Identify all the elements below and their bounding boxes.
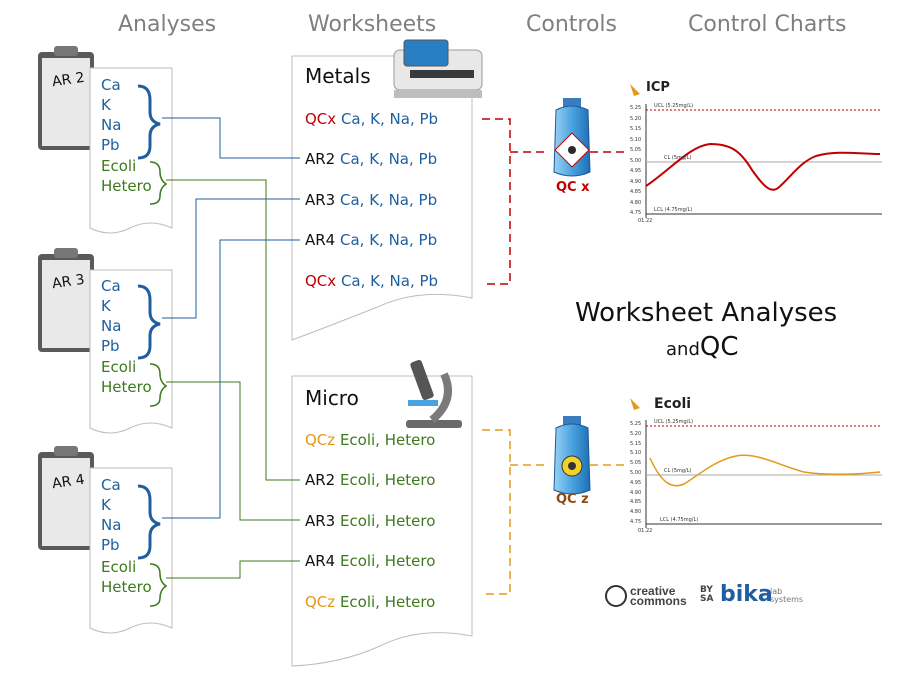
worksheet-row: QCz Ecoli, Hetero — [305, 593, 436, 611]
bika-logo: bika — [720, 582, 773, 607]
x-tick-label: 01.22 — [638, 528, 653, 534]
worksheet-row: AR2 Ecoli, Hetero — [305, 471, 436, 489]
y-tick-label: 5.00 — [630, 470, 642, 476]
worksheet-row: AR4 Ca, K, Na, Pb — [305, 231, 438, 249]
worksheet-row: AR3 Ecoli, Hetero — [305, 512, 436, 530]
lcl-label: LCL (4.75mg/L) — [660, 517, 699, 523]
icp-chart-title: ICP — [646, 80, 670, 95]
y-tick-label: 5.05 — [630, 147, 642, 153]
analysis-hetero: Hetero — [101, 177, 152, 195]
y-tick-label: 5.25 — [630, 421, 642, 427]
worksheet-metals-title: Metals — [305, 64, 371, 88]
analysis-ca: Ca — [101, 277, 121, 295]
header-control-charts: Control Charts — [688, 12, 847, 37]
worksheet-row: QCx Ca, K, Na, Pb — [305, 272, 439, 290]
clipboard-icon — [38, 46, 94, 150]
qc-x-label: QC x — [556, 180, 590, 195]
worksheet-micro-title: Micro — [305, 386, 359, 410]
qc-x-bottle-icon — [553, 98, 591, 177]
analysis-hetero: Hetero — [101, 378, 152, 396]
header-analyses: Analyses — [118, 12, 217, 37]
x-tick-label: 01.22 — [638, 218, 653, 224]
analysis-na: Na — [101, 516, 122, 534]
y-tick-label: 4.95 — [630, 479, 642, 486]
qc-z-label: QC z — [556, 492, 589, 507]
y-tick-label: 4.85 — [630, 499, 642, 506]
heading-line1: Worksheet Analyses — [575, 298, 838, 328]
bika-icon — [630, 84, 640, 96]
y-tick-label: 4.80 — [630, 199, 642, 206]
qc-z-bottle-icon — [553, 416, 591, 495]
y-tick-label: 5.20 — [630, 430, 642, 437]
cl-label: CL (5mg/L) — [664, 155, 692, 161]
analysis-hetero: Hetero — [101, 578, 152, 596]
analysis-k: K — [101, 96, 111, 114]
creative-commons-logo — [605, 585, 627, 607]
icp-series-line — [645, 142, 881, 191]
ucl-label: UCL (5.25mg/L) — [654, 103, 694, 109]
y-tick-label: 5.00 — [630, 157, 642, 164]
ecoli-series-line — [649, 454, 881, 487]
clipboard-icon — [38, 446, 94, 550]
analysis-pb: Pb — [101, 337, 120, 355]
ecoli-chart-title: Ecoli — [654, 396, 692, 412]
y-tick-label: 4.75 — [630, 519, 642, 525]
y-tick-label: 5.05 — [630, 460, 642, 467]
y-tick-label: 4.75 — [630, 210, 642, 216]
ecoli-control-chart — [630, 398, 882, 528]
worksheet-row: QCx Ca, K, Na, Pb — [305, 110, 439, 128]
header-worksheets: Worksheets — [308, 12, 437, 37]
by-sa-text: BY SA — [700, 585, 714, 604]
worksheet-row: AR4 Ecoli, Hetero — [305, 552, 436, 570]
analysis-ecoli: Ecoli — [101, 558, 137, 576]
ucl-label: UCL (5.25mg/L) — [654, 419, 694, 425]
spectrometer-icon — [393, 39, 483, 98]
analysis-na: Na — [101, 317, 122, 335]
analysis-na: Na — [101, 116, 122, 134]
analysis-ecoli: Ecoli — [101, 358, 137, 376]
worksheet-row: AR2 Ca, K, Na, Pb — [305, 150, 438, 168]
heading-line2: andQC — [666, 332, 739, 362]
bika-icon — [630, 398, 640, 410]
creative-commons-text: creative commons — [630, 584, 687, 608]
cl-label: CL (5mg/L) — [664, 468, 692, 474]
y-tick-label: 4.90 — [630, 178, 642, 185]
y-tick-label: 4.95 — [630, 168, 642, 174]
lcl-label: LCL (4.75mg/L) — [654, 207, 693, 213]
y-tick-label: 5.15 — [630, 126, 642, 132]
analysis-ca: Ca — [101, 76, 121, 94]
worksheet-row: QCz Ecoli, Hetero — [305, 431, 436, 449]
header-controls: Controls — [526, 12, 617, 37]
y-tick-label: 5.25 — [630, 105, 642, 111]
analysis-k: K — [101, 496, 111, 514]
analysis-pb: Pb — [101, 136, 120, 154]
y-tick-label: 5.10 — [630, 450, 642, 457]
y-tick-label: 5.10 — [630, 136, 642, 143]
y-tick-label: 5.15 — [630, 440, 642, 447]
worksheet-row: AR3 Ca, K, Na, Pb — [305, 191, 438, 209]
y-tick-label: 4.80 — [630, 509, 642, 516]
clipboard-icon — [38, 248, 94, 352]
analysis-k: K — [101, 297, 111, 315]
analysis-ca: Ca — [101, 476, 121, 494]
bika-lab-systems: lab systems — [770, 587, 804, 604]
icp-control-chart — [630, 84, 882, 218]
y-tick-label: 4.90 — [630, 489, 642, 496]
y-tick-label: 5.20 — [630, 115, 642, 122]
y-tick-label: 4.85 — [630, 189, 642, 195]
analysis-pb: Pb — [101, 536, 120, 554]
analysis-ecoli: Ecoli — [101, 157, 137, 175]
microscope-icon — [406, 359, 462, 428]
